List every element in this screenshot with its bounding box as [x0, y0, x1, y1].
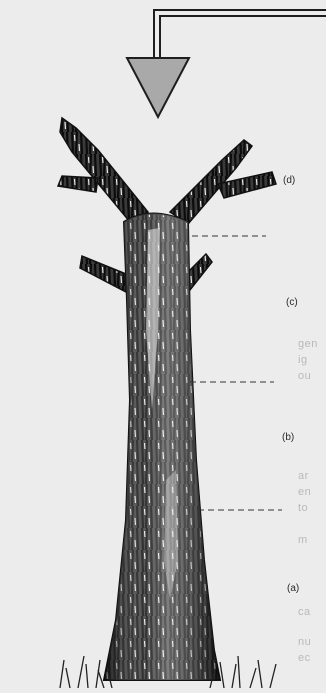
bleed-through-text: ca [298, 606, 326, 619]
label-c: (c) [286, 297, 298, 308]
arrow-icon [127, 58, 189, 117]
feed-line [154, 10, 326, 60]
bleed-through-text: m [298, 534, 326, 547]
bleed-through-text: ou [298, 370, 326, 383]
bleed-through-text: en [298, 486, 326, 499]
label-a: (a) [287, 583, 299, 594]
label-d: (d) [283, 175, 295, 186]
branch-left-stub [80, 256, 126, 292]
bleed-through-text: gen [298, 338, 326, 351]
bleed-through-text: ig [298, 354, 326, 367]
bleed-through-text: ar [298, 470, 326, 483]
branch-left-upper [60, 118, 148, 222]
bleed-through-text: to [298, 502, 326, 515]
branch-right-stub [188, 254, 212, 290]
bleed-through-text: ec [298, 652, 326, 665]
label-b: (b) [282, 432, 294, 443]
feed-line-inner [160, 16, 326, 60]
branch-left-twig [58, 176, 98, 192]
bleed-through-text: nu [298, 636, 326, 649]
